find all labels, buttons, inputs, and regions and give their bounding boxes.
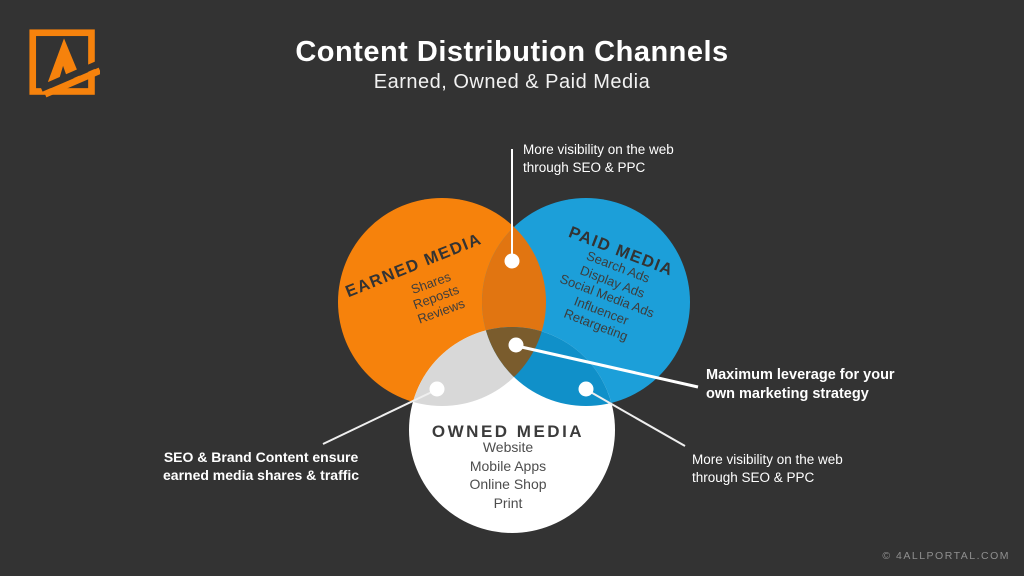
page-title: Content Distribution Channels <box>295 36 729 68</box>
paid-owned-overlap <box>482 327 615 406</box>
connector-line-bottom-right <box>586 389 686 447</box>
owned-media-label: OWNED MEDIA <box>431 422 585 441</box>
annotation-bottom-right: More visibility on the web through SEO &… <box>692 452 843 485</box>
owned-media-items: Website Mobile Apps Online Shop Print <box>469 439 547 511</box>
annotation-top: More visibility on the web through SEO &… <box>523 142 674 175</box>
connector-line-right <box>516 344 699 389</box>
annotation-bottom-left: SEO & Brand Content ensure earned media … <box>163 449 360 483</box>
connector-dot-top <box>504 253 520 269</box>
company-logo-icon <box>29 29 100 98</box>
connector-dot-bottom-right <box>578 381 594 397</box>
copyright-credit: © 4ALLPORTAL.COM <box>882 550 1010 562</box>
earned-owned-overlap <box>409 327 546 406</box>
connector-line-bottom-left <box>322 389 437 445</box>
annotation-right: Maximum leverage for your own marketing … <box>706 367 895 402</box>
connector-dot-bottom-left <box>429 381 445 397</box>
connector-dot-center <box>508 337 524 353</box>
page-subtitle: Earned, Owned & Paid Media <box>373 71 651 93</box>
